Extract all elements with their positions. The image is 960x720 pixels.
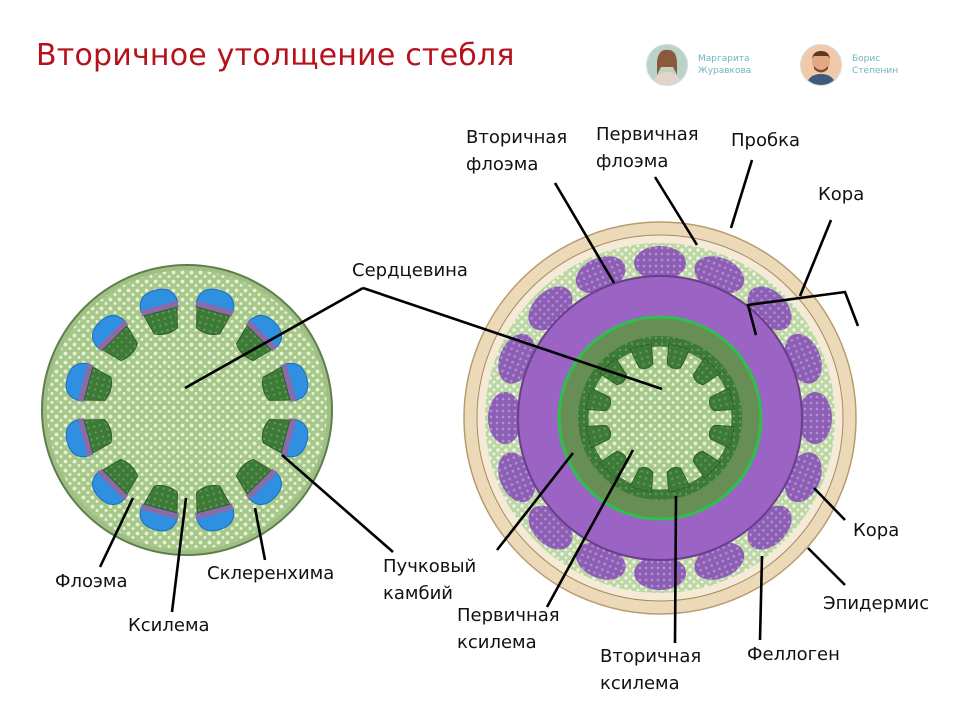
label-phellogen: Феллоген: [747, 644, 840, 665]
label-secondary-xylem-2: ксилема: [600, 673, 680, 694]
label-sclerenchyma: Склеренхима: [207, 563, 334, 584]
label-cortex-right: Кора: [853, 520, 899, 541]
leader-secondary-xylem: [675, 496, 676, 643]
label-pith: Сердцевина: [352, 260, 468, 281]
secondary-stem-section: [464, 222, 856, 614]
label-phloem: Флоэма: [55, 571, 128, 592]
leader-cork: [731, 160, 752, 228]
leader-cortex-top: [800, 220, 831, 296]
primary-phloem-cap: [634, 246, 686, 280]
label-secondary-phloem-2: флоэма: [466, 154, 538, 175]
label-primary-xylem-1: Первичная: [457, 605, 560, 626]
label-secondary-xylem-1: Вторичная: [600, 646, 701, 667]
primary-phloem-cap: [798, 392, 832, 444]
label-fascicular-cambium-1: Пучковый: [383, 556, 476, 577]
label-primary-phloem-2: флоэма: [596, 151, 668, 172]
label-cortex-top: Кора: [818, 184, 864, 205]
leader-epidermis: [808, 548, 845, 585]
label-fascicular-cambium-2: камбий: [383, 583, 453, 604]
primary-stem-section: [42, 265, 332, 555]
label-primary-phloem-1: Первичная: [596, 124, 699, 145]
label-xylem: Ксилема: [128, 615, 210, 636]
primary-phloem-cap: [634, 556, 686, 590]
label-cork: Пробка: [731, 130, 800, 151]
primary-stem-ground-tissue: [47, 270, 327, 550]
primary-phloem-cap: [488, 392, 522, 444]
label-epidermis: Эпидермис: [823, 593, 929, 614]
label-secondary-phloem-1: Вторичная: [466, 127, 567, 148]
label-primary-xylem-2: ксилема: [457, 632, 537, 653]
